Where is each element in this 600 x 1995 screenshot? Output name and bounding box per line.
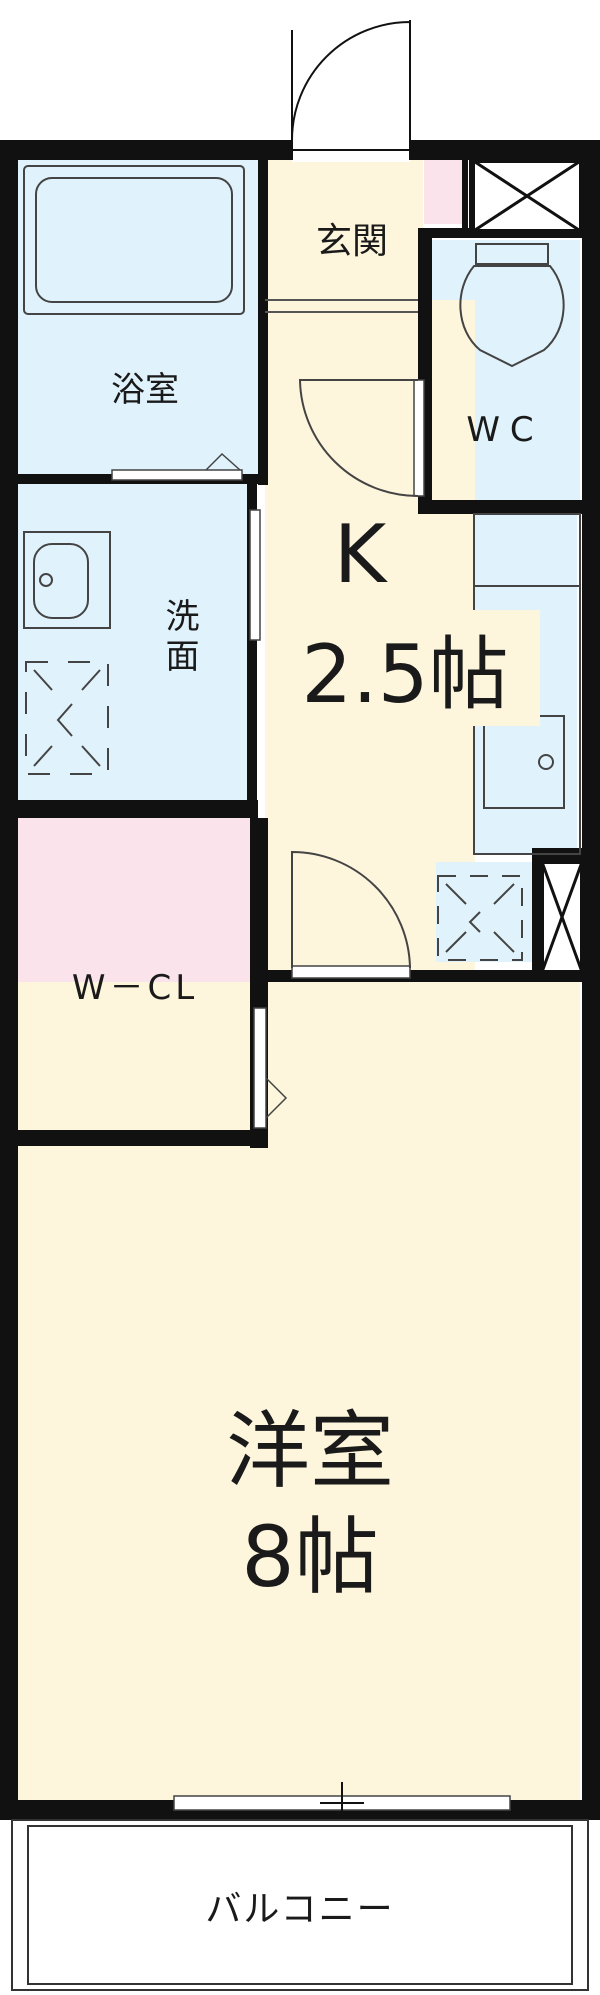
bathtub (23, 165, 245, 315)
entrance-door-swing (291, 20, 411, 141)
wall-toilet-bottom (418, 500, 582, 514)
western-room-size-label: 8帖 (241, 1508, 379, 1606)
washing-machine-space (25, 661, 109, 775)
kitchen-name-label: K (333, 508, 387, 601)
entrance-shoebox (424, 160, 462, 224)
entrance-label: 玄関 (315, 221, 388, 262)
wall-bath-kitchen (258, 160, 268, 485)
bathtub-inner (35, 177, 233, 303)
toilet-tank (475, 243, 549, 265)
washbasin (23, 531, 111, 629)
washroom-label: 洗面 (159, 598, 199, 678)
wall-wash-closet (18, 800, 258, 818)
balcony-label: バルコニー (205, 1889, 395, 1930)
toilet-door-swing (298, 379, 419, 497)
bathroom-area (18, 160, 265, 478)
western-room-area (18, 982, 580, 1802)
kitchen-size-label: 2.5帖 (270, 610, 540, 726)
washbasin-bowl (33, 543, 89, 619)
wall-closet-room (18, 1130, 268, 1146)
bathroom-label: 浴室 (111, 370, 179, 410)
western-room-name-label: 洋室 (225, 1402, 394, 1500)
toilet-bowl (459, 265, 565, 368)
closet-label: W－CL (71, 968, 199, 1008)
balcony (11, 1819, 589, 1991)
fridge-space (437, 875, 523, 961)
toilet-label: WC (466, 410, 544, 450)
entrance-area (265, 160, 423, 300)
outer-wall-right (582, 140, 600, 1820)
wall-wash-kitchen (247, 478, 257, 818)
washroom-area (18, 478, 250, 800)
room-door-swing (291, 850, 411, 969)
wall-shoebox (462, 160, 468, 230)
outer-wall-left (0, 140, 18, 1820)
